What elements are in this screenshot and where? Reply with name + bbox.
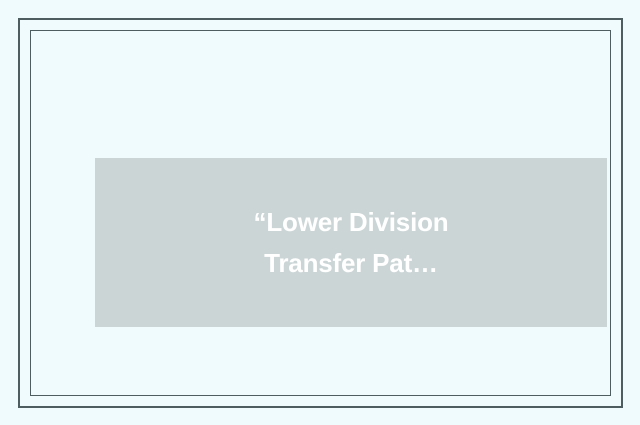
decorative-frame-inner: “Lower Division Transfer Pat…: [30, 30, 611, 396]
placeholder-thumbnail-plate: “Lower Division Transfer Pat…: [95, 158, 607, 327]
decorative-frame-outer: “Lower Division Transfer Pat…: [18, 18, 623, 408]
placeholder-title-text: “Lower Division Transfer Pat…: [253, 206, 449, 278]
